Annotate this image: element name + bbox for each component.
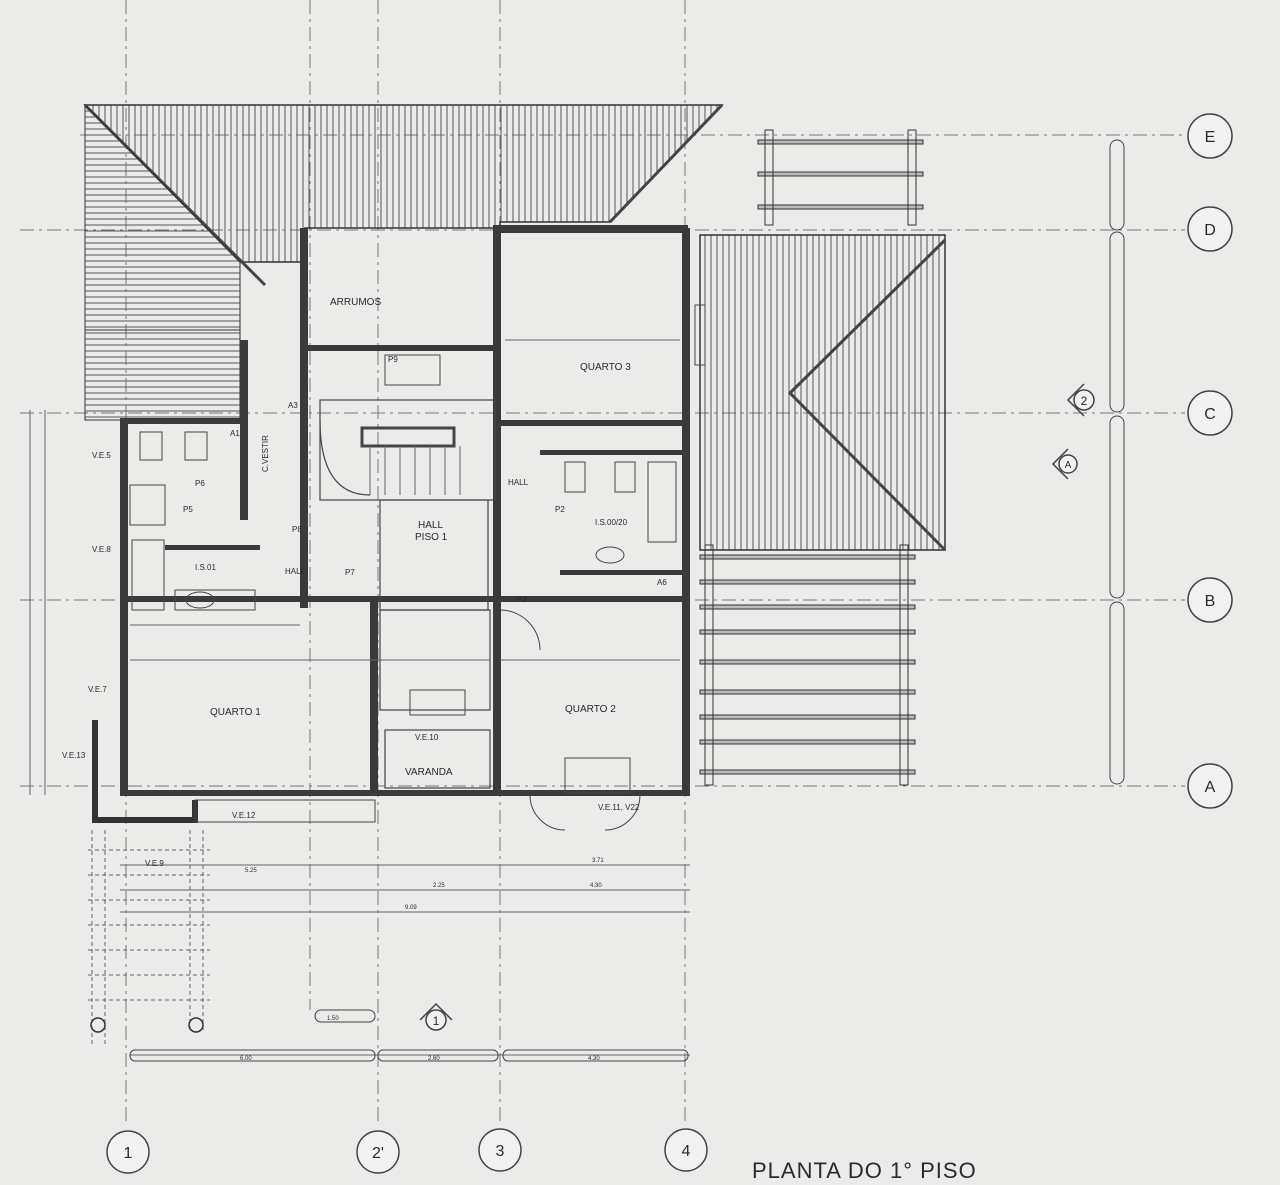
dim-text: 9.09 bbox=[405, 905, 417, 911]
grid-row-a: A bbox=[1205, 779, 1216, 796]
dim-text: 5.25 bbox=[245, 868, 257, 874]
room-label-is-left: I.S.01 bbox=[195, 563, 216, 572]
room-label-c-vestir: C.VESTIR bbox=[261, 435, 270, 472]
pergola-left bbox=[88, 830, 210, 1045]
dim-bottom-1: 6.00 bbox=[240, 1056, 252, 1062]
annotations: V.E.12 V.E.9 V.E.10 V.E.11, V22 V.E.13 V… bbox=[62, 355, 667, 1022]
label-ve9: V.E.9 bbox=[145, 859, 164, 868]
label-ve13: V.E.13 bbox=[62, 751, 86, 760]
label-p5: P5 bbox=[183, 505, 193, 514]
dim-text: 1.50 bbox=[327, 1016, 339, 1022]
grid-bubbles-rows: E D C B A bbox=[1187, 113, 1233, 809]
grid-col-4: 4 bbox=[682, 1143, 691, 1160]
grid-bubbles-columns: 1 2' 3 4 bbox=[106, 1128, 708, 1174]
dim-bottom-2: 2.60 bbox=[428, 1056, 440, 1062]
section-marker-1: 1 bbox=[433, 1014, 440, 1028]
room-label-quarto-2: QUARTO 2 bbox=[565, 704, 616, 715]
roof-right bbox=[699, 234, 947, 552]
dim-text: 4.30 bbox=[590, 883, 602, 889]
label-ve7: V.E.7 bbox=[88, 685, 107, 694]
dim-bottom-3: 4.30 bbox=[588, 1056, 600, 1062]
room-label-hall-2: HALL bbox=[508, 478, 529, 487]
room-labels: ARRUMOS QUARTO 1 QUARTO 2 QUARTO 3 HALL … bbox=[195, 297, 631, 778]
label-ve12: V.E.12 bbox=[232, 811, 256, 820]
room-label-quarto-1: QUARTO 1 bbox=[210, 707, 261, 718]
label-p8: P8 bbox=[292, 525, 302, 534]
label-p9: P9 bbox=[388, 355, 398, 364]
pergola-right bbox=[699, 544, 916, 786]
label-p2: P2 bbox=[555, 505, 565, 514]
label-ve10: V.E.10 bbox=[415, 733, 439, 742]
room-label-varanda: VARANDA bbox=[405, 767, 453, 778]
dim-text: 3.71 bbox=[592, 858, 604, 864]
label-ve5: V.E.5 bbox=[92, 451, 111, 460]
label-p3: P3 bbox=[517, 595, 527, 604]
label-ve11: V.E.11, V22 bbox=[598, 803, 640, 812]
interior-lines bbox=[129, 304, 706, 831]
room-label-quarto-3: QUARTO 3 bbox=[580, 362, 631, 373]
pergola-top bbox=[757, 129, 924, 226]
room-label-arrumos: ARRUMOS bbox=[330, 297, 381, 308]
grid-col-2: 2' bbox=[372, 1145, 384, 1162]
label-a3: A3 bbox=[288, 401, 298, 410]
grid-row-b: B bbox=[1205, 593, 1216, 610]
grid-col-1: 1 bbox=[124, 1145, 133, 1162]
label-a6: A6 bbox=[657, 578, 667, 587]
section-markers: 1 2 A bbox=[419, 383, 1095, 1031]
room-label-hall: HALL bbox=[418, 520, 443, 531]
dimension-lines bbox=[29, 139, 1125, 1062]
walls bbox=[92, 225, 690, 823]
room-label-hall-small: HALL bbox=[285, 567, 306, 576]
room-label-hall-sub: PISO 1 bbox=[415, 532, 448, 543]
grid-col-3: 3 bbox=[496, 1143, 505, 1160]
room-label-is-right: I.S.00/20 bbox=[595, 518, 628, 527]
drawing-title: PLANTA DO 1° PISO bbox=[752, 1158, 977, 1183]
grid-row-d: D bbox=[1204, 222, 1216, 239]
section-marker-2: 2 bbox=[1081, 394, 1088, 408]
grid-row-c: C bbox=[1204, 406, 1216, 423]
label-p6: P6 bbox=[195, 479, 205, 488]
label-ve8: V.E.8 bbox=[92, 545, 111, 554]
label-p7: P7 bbox=[345, 568, 355, 577]
bottom-dimensions: 6.00 2.60 4.30 bbox=[240, 1056, 600, 1062]
dim-text: 2.25 bbox=[433, 883, 445, 889]
label-a1: A1 bbox=[230, 429, 240, 438]
roof-left bbox=[84, 103, 241, 421]
grid-row-e: E bbox=[1205, 129, 1216, 146]
section-marker-a: A bbox=[1065, 460, 1072, 471]
